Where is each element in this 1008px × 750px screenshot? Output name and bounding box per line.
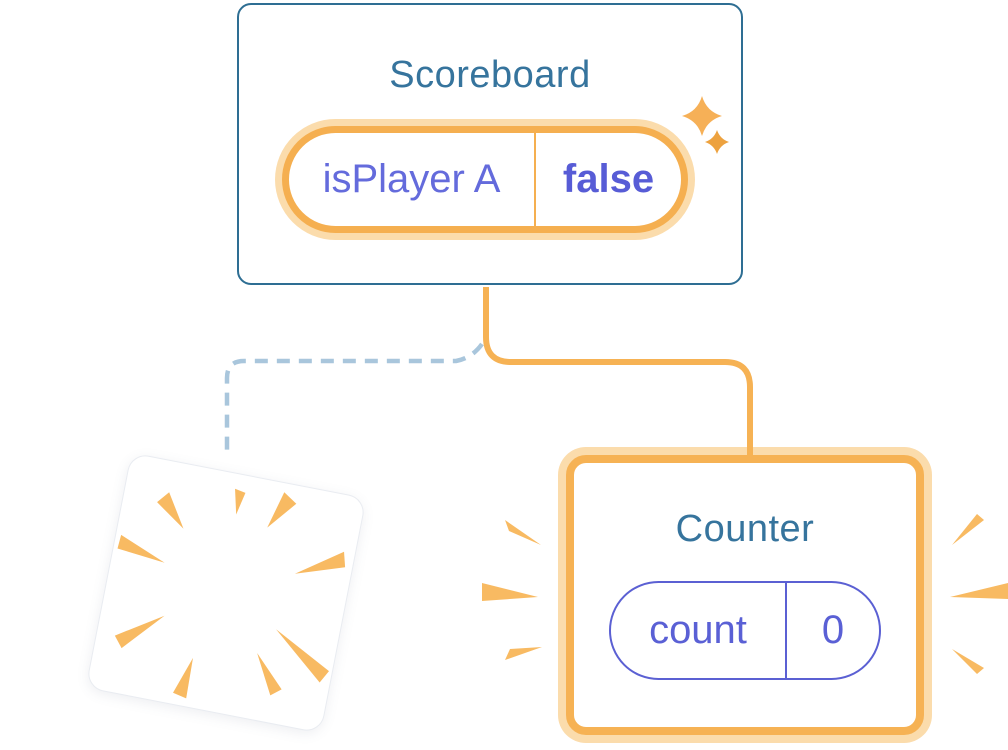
- scoreboard-card: Scoreboard isPlayer A false: [237, 3, 743, 285]
- poof-card: [85, 452, 367, 734]
- scoreboard-state-pill-glow: isPlayer A false: [275, 119, 695, 240]
- state-value-label: false: [562, 157, 655, 201]
- count-key-label: count: [649, 608, 747, 652]
- poof-burst-icon: [114, 488, 346, 699]
- emphasis-lines-left-icon: [482, 520, 542, 660]
- connector-destroyed-dashed-line: [224, 342, 484, 458]
- counter-title: Counter: [675, 508, 815, 550]
- pill-divider: [785, 583, 787, 678]
- pill-divider: [534, 133, 536, 226]
- counter-card-glow: Counter count 0: [558, 447, 932, 743]
- counter-state-pill: count 0: [609, 581, 881, 680]
- counter-card: Counter count 0: [566, 455, 924, 735]
- count-value-label: 0: [821, 608, 845, 652]
- scoreboard-state-pill: isPlayer A false: [282, 126, 688, 233]
- emphasis-lines-right-icon: [950, 514, 1008, 674]
- scoreboard-title: Scoreboard: [389, 54, 591, 96]
- state-key-label: isPlayer A: [322, 157, 501, 201]
- sparkle-icon: [682, 96, 729, 154]
- connector-created-line: [483, 287, 753, 458]
